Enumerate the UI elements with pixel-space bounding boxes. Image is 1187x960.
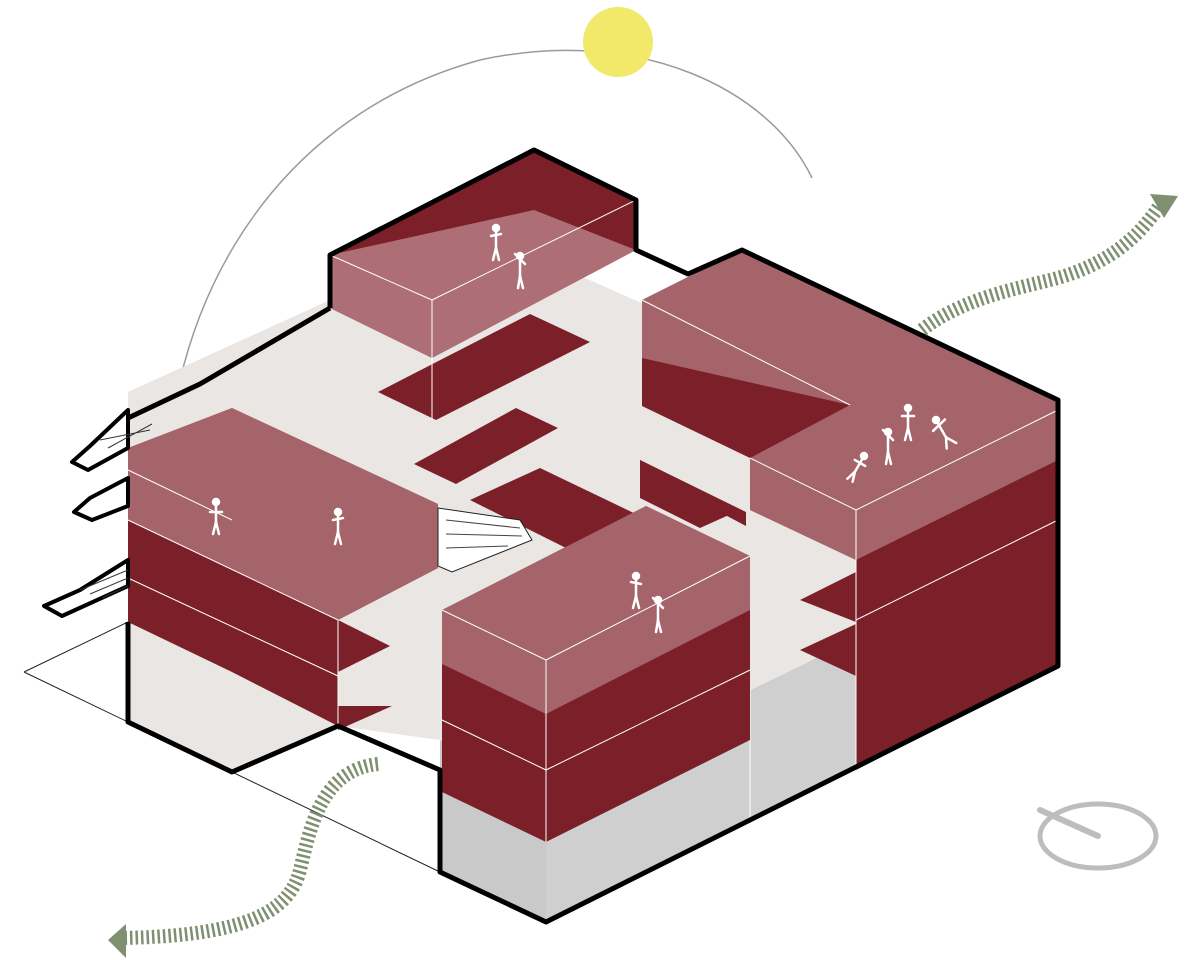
- wind-arrow-icon: [922, 194, 1178, 330]
- sun-icon: [583, 7, 653, 77]
- external-stair-icon: [44, 410, 128, 616]
- north-compass-icon: [1040, 804, 1156, 868]
- wind-arrow-icon: [108, 764, 378, 958]
